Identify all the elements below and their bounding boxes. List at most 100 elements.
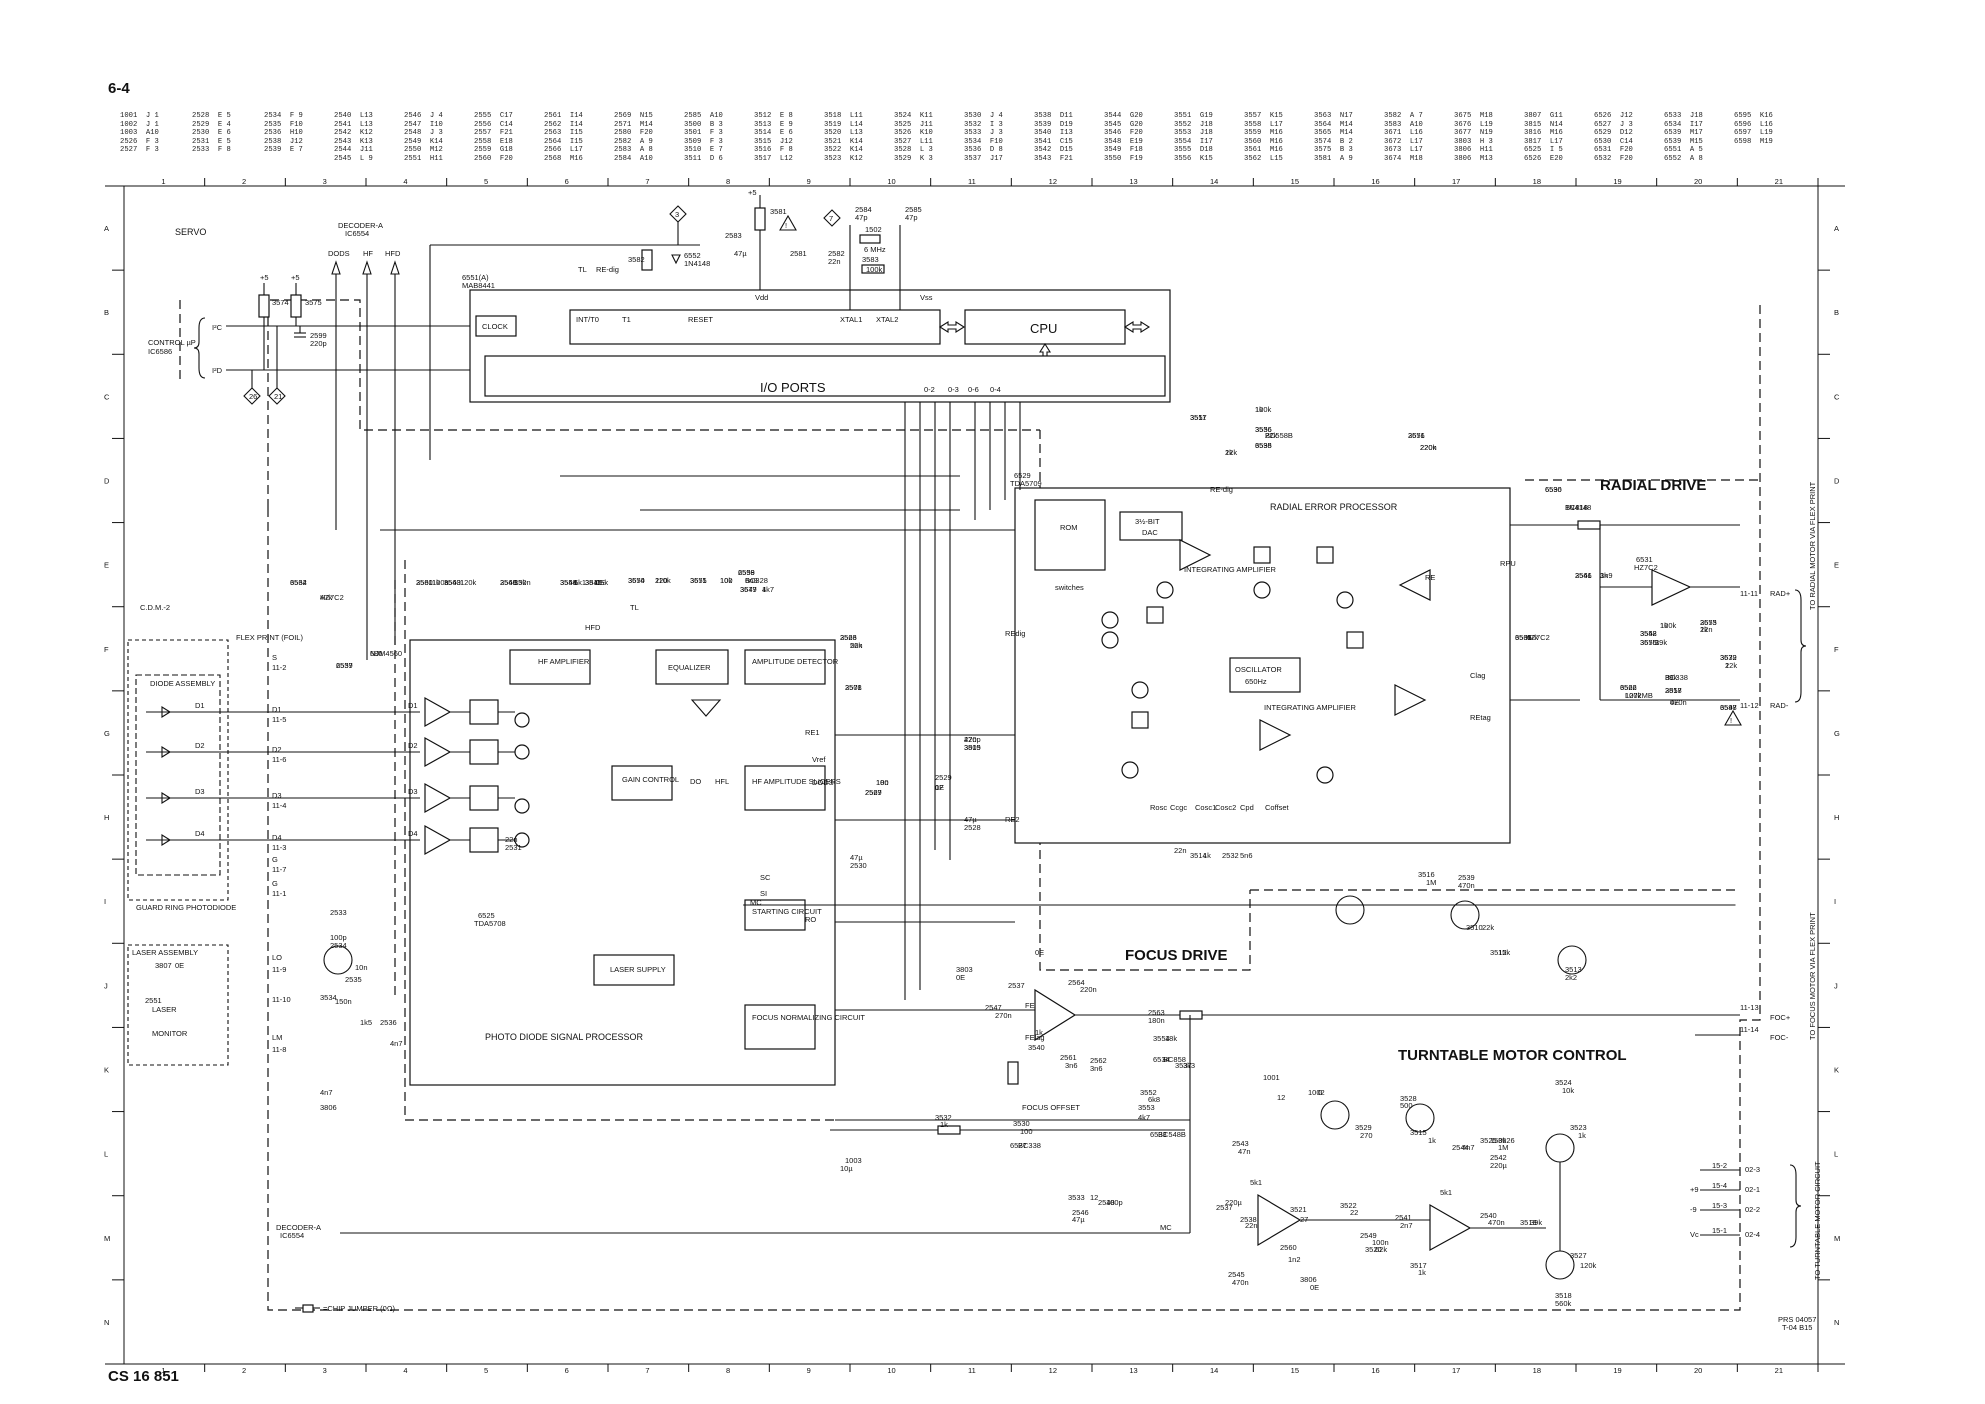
flex-pin-label: 11-10 [272,995,291,1004]
component-ref: 2551 [145,996,162,1005]
signal-label: Cosc2 [1215,803,1236,812]
component-ref: 3543 [444,578,461,587]
component-ref: 3674 [628,576,645,585]
parts-index-column: 2534 F 9 2535 F10 2536 H10 2538 J12 2539… [264,112,303,155]
flex-pin-label: S [272,653,277,662]
component-ref: 2527 [865,788,882,797]
servo-heading: SERVO [175,227,206,237]
svg-text:650Hz: 650Hz [1245,677,1267,686]
component-ref: 2549 [1360,1231,1377,1240]
component-ref: 2535 [345,975,362,984]
grid-col-label: 2 [242,177,246,186]
component-ref: 3816 [585,578,602,587]
grid-row-label: M [104,1234,110,1243]
component-value: 0 [1318,1088,1322,1097]
flex-pin-label: G [272,879,278,888]
component-ref: 2543 [1232,1139,1249,1148]
signal-label: Clag [1470,671,1485,680]
component-value: 1 [460,578,464,587]
signal-label: RPU [1500,559,1516,568]
parts-index-column: 2528 E 5 2529 E 4 2530 E 6 2531 E 5 2533… [192,112,231,155]
component-ref: 3807 [155,961,172,970]
parts-index-column: 3530 J 4 3532 I 3 3533 J 3 3534 F10 3536… [964,112,1003,163]
svg-text:LASER ASSEMBLY: LASER ASSEMBLY [132,948,198,957]
grid-row-label: C [104,392,110,401]
svg-text:-9: -9 [1690,1205,1697,1214]
component-ref: 2542 [1490,1153,1507,1162]
component-ref: 3545 [585,578,602,587]
diode-label: D3 [195,787,205,796]
flex-pin-label: G [272,855,278,864]
component-ref: 3676 [1640,638,1657,647]
turntable-heading: TURNTABLE MOTOR CONTROL [1398,1047,1627,1064]
grid-row-label: B [1834,308,1839,317]
component-value: BC858 [1163,1055,1186,1064]
svg-text:6552: 6552 [684,251,701,260]
component-value: 100k [1255,405,1272,414]
flex-pin-label: 11-8 [272,1045,286,1054]
grid-col-label: 14 [1210,1366,1218,1375]
flex-pin-label: 11-2 [272,663,286,672]
svg-text:MC: MC [1160,1223,1172,1232]
grid-row-label: K [104,1066,109,1075]
summing-node [1101,611,1119,629]
grid-col-label: 15 [1291,1366,1299,1375]
pd-input-label: D1 [408,701,418,710]
i2c-label: I²C [212,323,223,332]
component-value: 39k [1530,1218,1542,1227]
component-value: 1M [1426,878,1436,887]
parts-index-column: 3675 M18 3676 L19 3677 N19 3803 H 3 3806… [1454,112,1493,163]
component-value: 330n [514,578,531,587]
flex-pin-label: LM [272,1033,282,1042]
signal-label: HFD [585,623,601,632]
component-ref: 3520 [1365,1245,1382,1254]
component-ref: 6596 [1545,485,1562,494]
component-value: 47µ [1072,1215,1085,1224]
svg-text:1N4148: 1N4148 [684,259,710,268]
component-ref: 2560 [1280,1243,1297,1252]
svg-text:5k1: 5k1 [1250,1178,1262,1187]
component-ref: 3530 [1013,1119,1030,1128]
component-ref: 6595 [1255,441,1272,450]
svg-text:ROM: ROM [1060,523,1078,532]
component-ref: 1003 [845,1156,862,1165]
svg-text:GUARD RING PHOTODIODE: GUARD RING PHOTODIODE [136,903,236,912]
parts-index-column: 3544 G20 3545 G20 3546 F20 3548 E19 3549… [1104,112,1143,163]
component-value: 0E [1035,948,1044,957]
component-value: 1k [1428,1136,1436,1145]
component-value: 4k7 [762,585,774,594]
diode-label: D1 [195,701,205,710]
component-value: 4n7 [1462,1143,1475,1152]
component-ref: 3562 [1620,683,1637,692]
component-ref: 3815 [964,743,981,752]
component-ref: 2548 [1098,1198,1115,1207]
component-value: 470n [1488,1218,1505,1227]
component-value: 12 [935,783,943,792]
svg-text:1502: 1502 [865,225,882,234]
component-ref: 3540 [1028,1043,1045,1052]
svg-text:Vdd: Vdd [755,293,768,302]
summing-node [1121,761,1139,779]
grid-col-label: 16 [1371,177,1379,186]
signal-label: Cpd [1240,803,1254,812]
grid-col-label: 11 [968,1366,976,1375]
grid-row-label: E [104,561,109,570]
component-value: 560k [1555,1299,1572,1308]
grid-row-label: D [104,477,110,486]
component-value: 62k [1375,1245,1387,1254]
component-ref: 3526 [1498,1136,1515,1145]
svg-text:3½-BIT: 3½-BIT [1135,517,1160,526]
foc-plus-label: FOC+ [1770,1013,1791,1022]
svg-text:DECODER-A: DECODER-A [276,1223,321,1232]
component-value: 470p [964,735,981,744]
component-ref: 3806 [1300,1275,1317,1284]
svg-text:HZ7C2: HZ7C2 [1634,563,1658,572]
pd-input-label: D2 [408,741,418,750]
component-value: 0E [596,578,605,587]
svg-text:HF AMPLITUDE SLICERS: HF AMPLITUDE SLICERS [752,777,841,786]
svg-text:switches: switches [1055,583,1084,592]
svg-text:TDA5708: TDA5708 [474,919,506,928]
io-ports-label: I/O PORTS [760,380,826,395]
grid-row-label: N [1834,1318,1839,1327]
